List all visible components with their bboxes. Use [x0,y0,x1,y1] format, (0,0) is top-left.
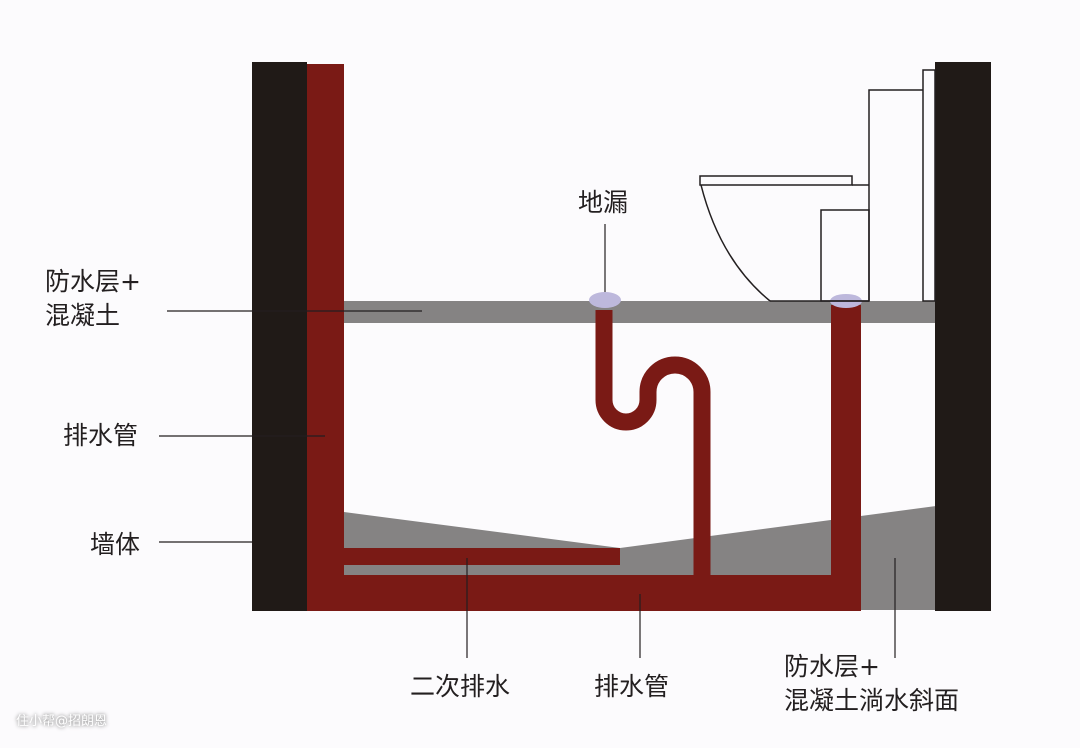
floor-drain-cap [589,292,621,308]
toilet-drain-pipe [831,305,861,577]
leader-lines [159,224,896,658]
label-floor-drain: 地漏 [578,188,629,217]
label-drain-pipe-bottom: 排水管 [594,672,670,701]
floor-drain-trap [595,310,711,577]
label-drain-pipe-left: 排水管 [63,421,139,450]
slope-fill-left [344,512,620,548]
slope-fill-strip [344,565,936,577]
drain-pipe-vertical-left [307,64,344,611]
label-secondary-drainage: 二次排水 [410,672,511,701]
label-line-2: 混凝土 [45,301,121,330]
label-line-2: 混凝土淌水斜面 [784,686,960,715]
floor-slab [344,301,936,323]
label-waterproof-concrete-left: 防水层+ 混凝土 [45,265,141,333]
drain-pipe-bottom [307,575,861,611]
secondary-drainage-pipe [344,548,620,565]
label-line-1: 防水层+ [784,652,880,681]
label-wall: 墙体 [90,530,141,559]
label-waterproof-slope: 防水层+ 混凝土淌水斜面 [784,650,959,718]
toilet [699,69,936,302]
wall-left [252,62,307,611]
watermark: 住小帮@招朗恩 [16,714,108,729]
label-line-1: 防水层+ [45,267,141,296]
wall-right [935,62,991,611]
